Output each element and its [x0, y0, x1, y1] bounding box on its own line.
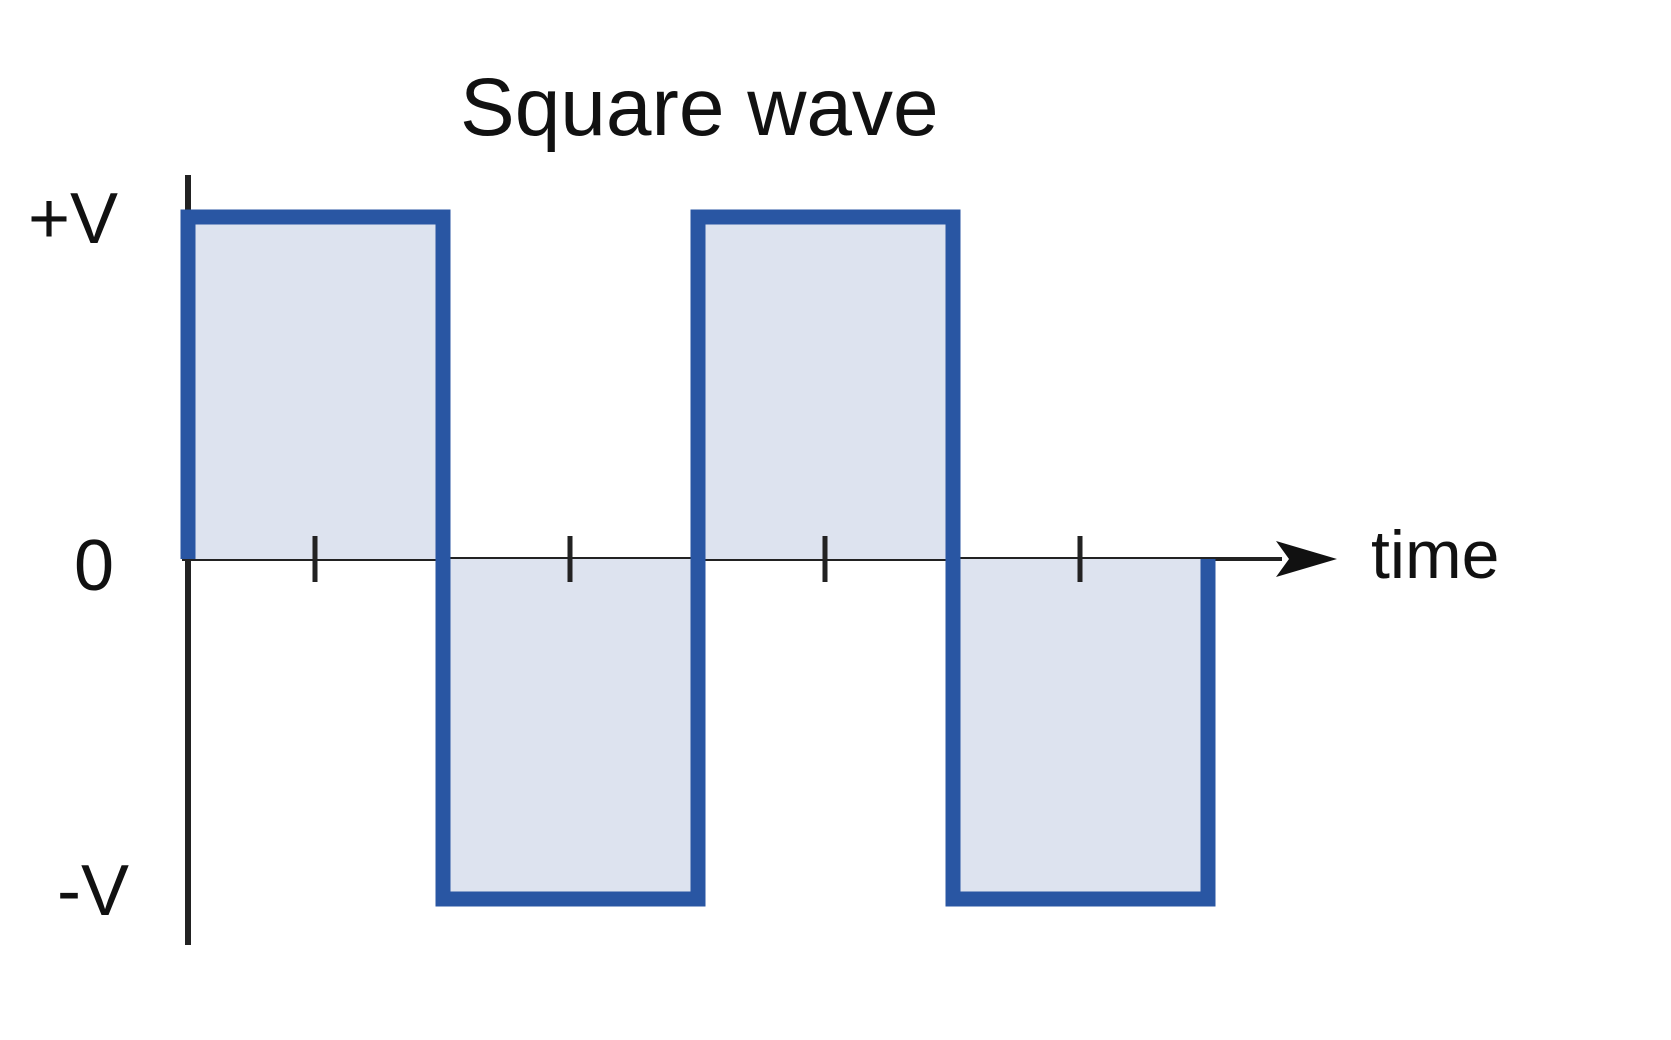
x-axis-label: time: [1371, 517, 1499, 593]
wave-positive-pulse-2: [698, 217, 953, 559]
arrow-right-icon: [1276, 541, 1337, 577]
y-axis-label-negative: -V: [57, 851, 129, 931]
diagram-title: Square wave: [460, 62, 939, 153]
wave-negative-pulse-2: [953, 559, 1208, 899]
y-axis-label-zero: 0: [74, 526, 114, 606]
y-axis-label-positive: +V: [28, 179, 118, 259]
wave-negative-pulse-1: [443, 559, 698, 899]
wave-positive-pulse-1: [188, 217, 443, 559]
square-wave-trace: [180, 209, 1216, 907]
